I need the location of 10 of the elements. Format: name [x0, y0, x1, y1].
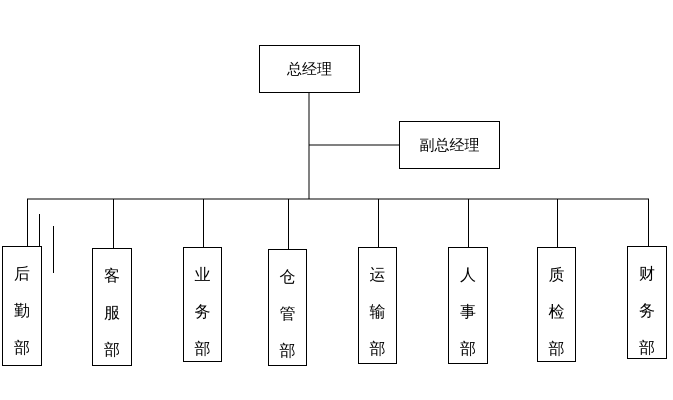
department-box: 运输部: [358, 247, 397, 364]
manager-box: 总经理: [259, 45, 360, 93]
department-box: 业务部: [183, 247, 222, 362]
department-box: 客服部: [92, 248, 132, 366]
department-box: 后勤部: [2, 246, 42, 366]
deputy-box: 副总经理: [399, 121, 500, 169]
department-box: 仓管部: [268, 249, 307, 366]
department-box: 财务部: [627, 246, 667, 359]
department-box: 人事部: [448, 247, 488, 364]
department-box: 质检部: [537, 247, 576, 362]
